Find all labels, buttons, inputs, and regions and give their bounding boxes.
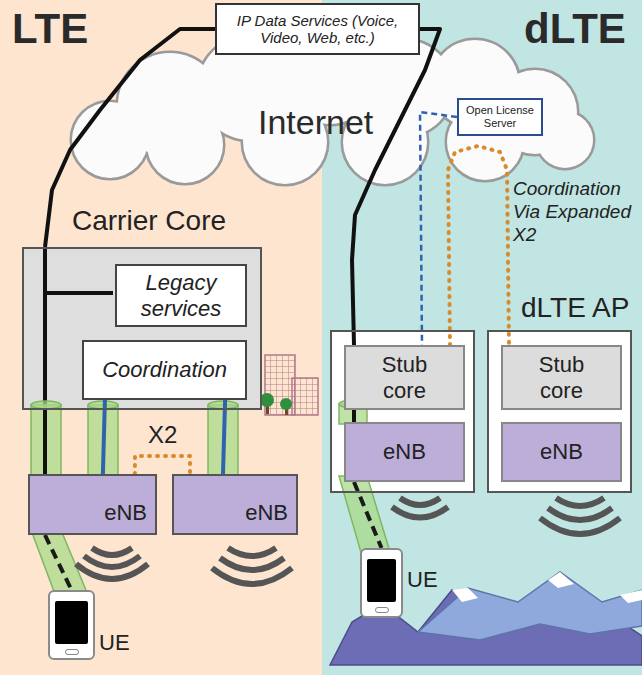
panel-title: dLTE [524, 6, 626, 52]
box-text: Open License Server [464, 104, 536, 129]
ap-fill [487, 330, 632, 493]
x2-link [135, 456, 190, 474]
radio-link [45, 535, 72, 590]
box-heading: Carrier Core [72, 205, 226, 237]
ap-box: Stub core eNB [330, 330, 475, 493]
box-text: eNB [383, 439, 426, 464]
server-box: Open License Server [457, 98, 543, 136]
dlte-ground [322, 0, 642, 675]
coordination-line [223, 400, 225, 474]
box-text: eNB [245, 500, 288, 525]
data-line [352, 29, 440, 345]
edge-label: X2 [148, 422, 177, 448]
coordination-line [103, 400, 105, 474]
box-text: eNB [540, 439, 583, 464]
data-line [352, 410, 356, 422]
box-text: eNB [104, 500, 147, 525]
enb-box: eNB [344, 422, 465, 482]
stub-core-box: Stub core [344, 345, 465, 410]
box-text: IP Data Services (Voice, Video, Web, etc… [225, 12, 410, 47]
phone-screen [55, 601, 88, 644]
enb-box: eNB [172, 474, 298, 535]
phone-button [65, 649, 79, 655]
enb-box: eNB [501, 422, 622, 482]
lte-ground [0, 0, 322, 675]
data-line [43, 410, 47, 474]
cloud-label: Internet [258, 104, 373, 141]
ap-box: dLTE APStub coreeNB [487, 330, 632, 493]
box-heading: dLTE AP [521, 292, 629, 324]
phone-button [375, 607, 389, 613]
ue-phone: UE [360, 548, 403, 618]
core-fill [22, 247, 262, 410]
radio-waves [76, 498, 620, 584]
license-link [420, 112, 457, 345]
box-text: Legacy services [121, 270, 241, 321]
box-text: Stub core [370, 352, 440, 403]
device-label: UE [407, 567, 438, 592]
enb-box: eNB [28, 474, 157, 535]
ap-fill [330, 330, 475, 493]
device-label: UE [99, 630, 130, 655]
buildings [260, 355, 318, 415]
box-text: Stub core [527, 352, 597, 403]
service-box: IP Data Services (Voice, Video, Web, etc… [215, 3, 420, 55]
panel-title: LTE [12, 6, 88, 52]
x2-link [448, 146, 509, 345]
coordination-box: Coordination [82, 340, 247, 400]
ue-phone: UE [48, 590, 95, 660]
core-box: Carrier CoreLegacy servicesCoordination [22, 247, 262, 410]
stub-core-box: Stub core [501, 345, 622, 410]
service-box: Legacy services [115, 264, 247, 327]
box-text: Coordination [102, 357, 227, 382]
edge-label: Coordination Via Expanded X2 [513, 178, 634, 246]
phone-screen [367, 559, 396, 602]
